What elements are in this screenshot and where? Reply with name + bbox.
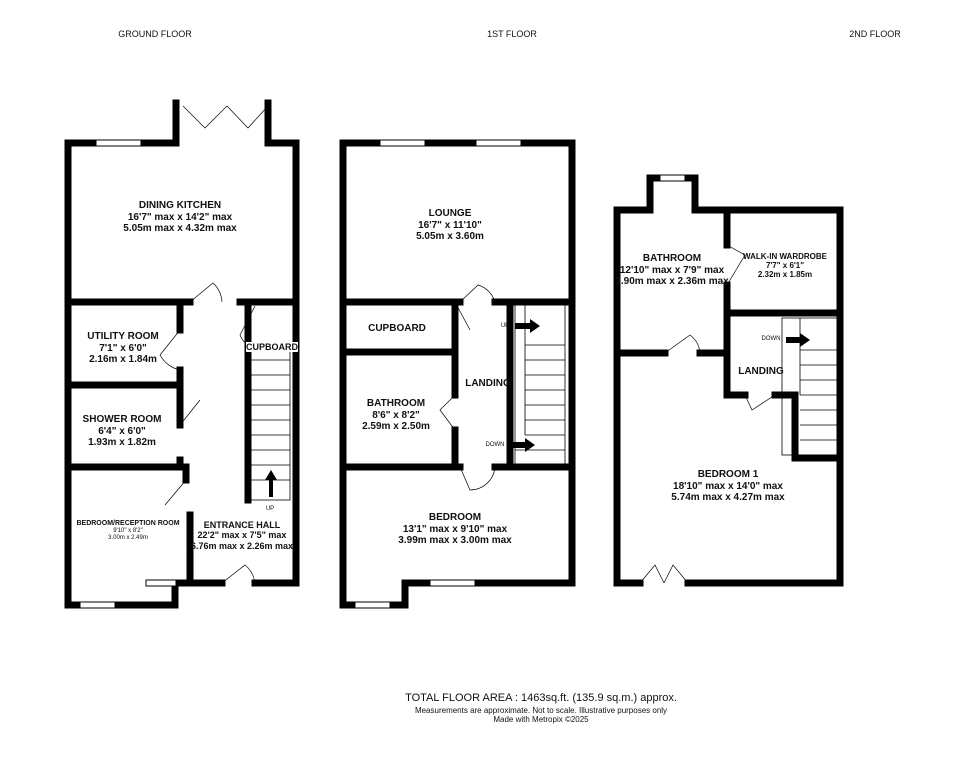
room-imperial: 16'7" max x 14'2" max (127, 211, 233, 223)
room-name: WALK-IN WARDROBE (743, 252, 827, 261)
room-metric: 3.99m max x 3.00m max (398, 535, 512, 546)
room-imperial: 7'7" x 6'1" (765, 261, 805, 271)
room-imperial: 12'10" max x 7'9" max (619, 264, 725, 276)
room-imperial: 18'10" max x 14'0" max (673, 480, 783, 492)
room-name: SHOWER ROOM (82, 414, 162, 425)
room-name: UTILITY ROOM (87, 331, 159, 342)
total-floor-area: TOTAL FLOOR AREA : 1463sq.ft. (135.9 sq.… (405, 692, 677, 704)
room-metric: 6.76m max x 2.26m max (190, 540, 294, 551)
landing-label: LANDING (738, 366, 784, 377)
arrow-right-icon (515, 319, 540, 333)
floor-title-first: 1ST FLOOR (487, 29, 537, 39)
room-metric: 2.59m x 2.50m (362, 421, 430, 432)
room-name: DINING KITCHEN (138, 200, 222, 211)
floor-title-ground: GROUND FLOOR (118, 29, 192, 39)
room-imperial: 22'2" max x 7'5" max (197, 530, 287, 541)
room-name: BEDROOM (428, 512, 482, 523)
arrow-right-icon (508, 438, 535, 452)
room-imperial: 7'1" x 6'0" (99, 342, 147, 354)
disclaimer-text: Measurements are approximate. Not to sca… (414, 706, 668, 715)
room-metric: 2.16m x 1.84m (89, 354, 157, 365)
stair-up-label: UP (500, 323, 510, 329)
room-metric: 5.05m x 3.60m (416, 231, 484, 242)
credit-text: Made with Metropix ©2025 (493, 715, 589, 725)
landing-label: LANDING (465, 378, 511, 389)
stair-arrows (265, 319, 810, 497)
disclaimer: Measurements are approximate. Not to sca… (415, 706, 667, 724)
room-name: BATHROOM (642, 253, 702, 264)
room-metric: 1.93m x 1.82m (88, 437, 156, 448)
room-name: LOUNGE (428, 208, 472, 219)
room-metric: 3.90m max x 2.36m max (615, 276, 729, 287)
room-imperial: 9'10" x 8'2" (113, 528, 143, 535)
room-name: BATHROOM (366, 398, 426, 409)
room-name: BEDROOM/RECEPTION ROOM (76, 520, 180, 527)
room-metric: 5.05m max x 4.32m max (123, 223, 237, 234)
arrow-right-icon (786, 333, 810, 347)
stair-up-label: UP (265, 506, 275, 512)
room-imperial: 13'1" max x 9'10" max (402, 523, 508, 535)
room-metric: 2.32m x 1.85m (757, 270, 813, 280)
cupboard-label: CUPBOARD (368, 323, 426, 334)
room-imperial: 6'4" x 6'0" (98, 425, 146, 437)
stairs (249, 304, 839, 501)
room-metric: 5.74m max x 4.27m max (671, 492, 785, 503)
windows (79, 139, 686, 609)
floor-title-second: 2ND FLOOR (849, 29, 901, 39)
stair-down-label: DOWN (485, 442, 505, 448)
room-imperial: 8'6" x 8'2" (372, 409, 420, 421)
room-imperial: 16'7" x 11'10" (418, 219, 482, 231)
room-metric: 3.00m x 2.49m (108, 534, 148, 541)
stair-down-label: DOWN (761, 336, 781, 342)
cupboard-label: CUPBOARD (245, 342, 299, 353)
walls (64, 99, 844, 609)
door-swings (159, 105, 776, 584)
room-name: ENTRANCE HALL (203, 520, 281, 530)
arrow-up-icon (265, 470, 277, 497)
room-name: BEDROOM 1 (697, 469, 759, 480)
